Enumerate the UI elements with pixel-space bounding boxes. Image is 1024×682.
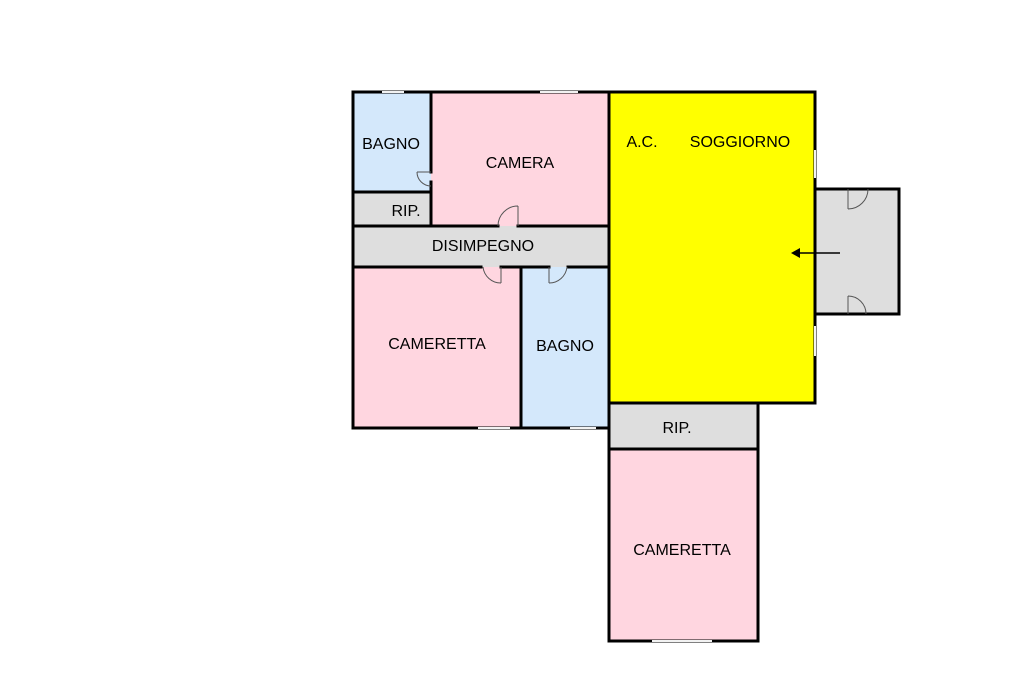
bagno-1-area (353, 92, 431, 192)
camera-label: CAMERA (486, 155, 555, 172)
door-arc-icon (497, 205, 519, 227)
bagno-1-label: BAGNO (362, 136, 420, 153)
arrow-left-icon (791, 248, 840, 258)
soggiorno-area (609, 92, 815, 403)
disimpegno-label: DISIMPEGNO (432, 238, 534, 255)
walls (351, 90, 901, 643)
camera-area (431, 92, 609, 226)
door-arc-icon (548, 266, 568, 284)
cameretta-1-area (353, 267, 521, 428)
room-fills (353, 92, 899, 641)
cameretta-2-label: CAMERETTA (633, 542, 731, 559)
entrance-area (815, 189, 899, 314)
cameretta-1-label: CAMERETTA (388, 336, 486, 353)
cameretta-2-area (609, 449, 758, 641)
rip-1-label: RIP. (391, 203, 420, 220)
room-labels: BAGNO CAMERA RIP. DISIMPEGNO CAMERETTA B… (362, 134, 790, 559)
door-arc-icon (482, 266, 502, 284)
rip-2-area (609, 403, 758, 449)
bagno-2-label: BAGNO (536, 338, 594, 355)
rip-1-area (353, 192, 431, 226)
bagno-2-area (521, 267, 609, 428)
ac-label: A.C. (626, 134, 657, 151)
disimpegno-area (353, 226, 609, 267)
rip-2-label: RIP. (662, 420, 691, 437)
soggiorno-label: SOGGIORNO (690, 134, 790, 151)
windows (382, 91, 816, 642)
doors (416, 171, 869, 315)
door-arc-icon (847, 188, 869, 210)
entrance-wall (813, 187, 901, 316)
door-arc-icon (847, 295, 867, 315)
door-arc-icon (416, 171, 432, 187)
